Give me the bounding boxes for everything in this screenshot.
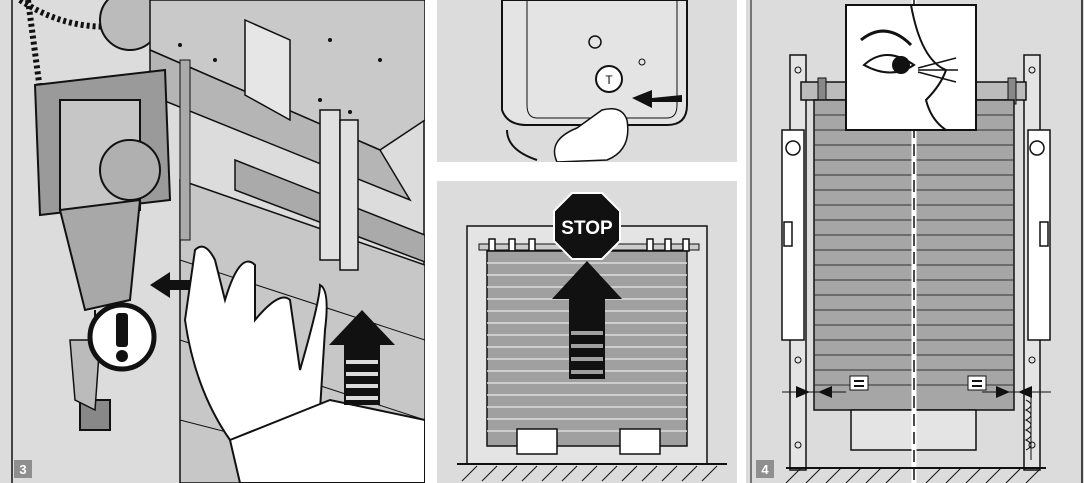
eye-icon [846,5,976,130]
panel-step-4: 4 [746,0,1084,483]
stop-sign-icon: STOP [554,193,620,259]
stop-sign-label: STOP [561,218,613,239]
handset-button-illustration: T [437,0,737,162]
door-stop-illustration: STOP [437,181,737,483]
svg-text:T: T [605,73,613,87]
step-number-badge: 3 [14,460,32,478]
door-alignment-illustration [746,0,1084,483]
panel-step-3: 3 [0,0,425,483]
step-number-badge: 4 [756,460,774,478]
panel-stop: STOP [437,181,737,483]
motor-installation-illustration [0,0,425,483]
panel-handset: T [437,0,737,162]
warning-icon [90,305,154,369]
